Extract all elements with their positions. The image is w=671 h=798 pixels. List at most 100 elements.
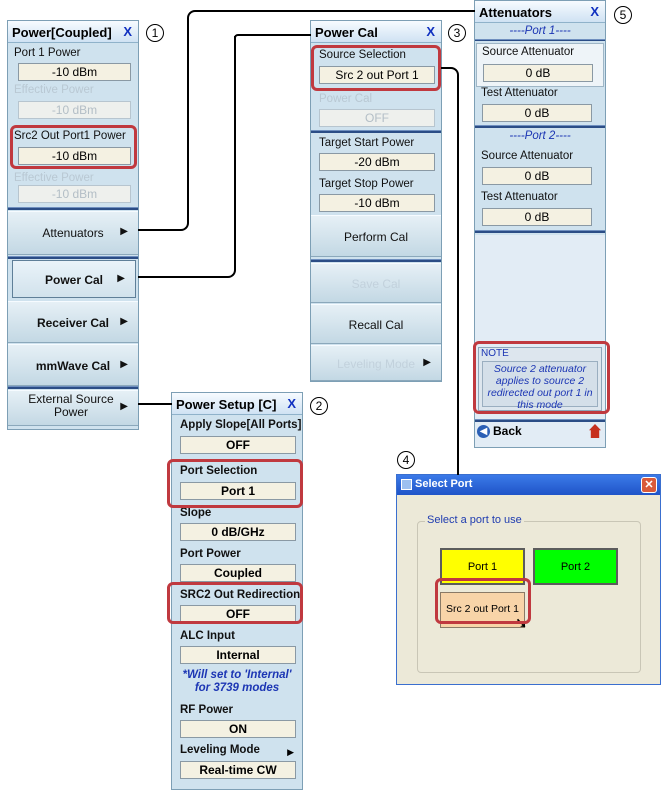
- panel-title: Power Cal: [315, 25, 378, 40]
- source-selection-label: Source Selection: [319, 49, 406, 61]
- target-stop-power-field[interactable]: -10 dBm: [319, 194, 435, 212]
- port-power-field[interactable]: Coupled: [180, 564, 296, 582]
- button-label: Recall Cal: [348, 318, 404, 332]
- attenuators-button[interactable]: Attenuators ▶: [8, 211, 138, 255]
- callout-highlight: [167, 459, 303, 508]
- port1-power-field[interactable]: -10 dBm: [18, 63, 131, 81]
- port1-power-label: Port 1 Power: [14, 47, 81, 59]
- mmwave-cal-button[interactable]: mmWave Cal ▶: [8, 344, 138, 386]
- effective-power-2-field: -10 dBm: [18, 185, 131, 203]
- port-selection-field[interactable]: Port 1: [180, 482, 296, 500]
- src2-out-port1-power-label: Src2 Out Port1 Power: [14, 130, 126, 142]
- recall-cal-button[interactable]: Recall Cal: [311, 304, 441, 344]
- divider: [475, 125, 605, 128]
- button-label: Receiver Cal: [36, 316, 110, 330]
- power-cal-button[interactable]: Power Cal ▶: [12, 260, 136, 298]
- slope-field[interactable]: 0 dB/GHz: [180, 523, 296, 541]
- port1-header: ----Port 1----: [509, 25, 571, 37]
- source-attenuator-1-field[interactable]: 0 dB: [483, 64, 593, 82]
- callout-number-5: 5: [614, 6, 632, 24]
- callout-highlight: [311, 45, 441, 91]
- arrow-right-icon: ▶: [120, 359, 128, 370]
- power-setup-panel: Power Setup [C] X Apply Slope[All Ports]…: [171, 392, 303, 790]
- port2-header: ----Port 2----: [509, 130, 571, 142]
- power-setup-title: Power Setup [C] X: [172, 393, 302, 415]
- arrow-right-icon: ▶: [423, 357, 431, 368]
- port-power-label: Port Power: [180, 548, 241, 560]
- effective-power-field: -10 dBm: [18, 101, 131, 119]
- arrow-right-icon: ▶: [120, 316, 128, 327]
- power-coupled-panel: Power[Coupled] X Port 1 Power -10 dBm Ef…: [7, 20, 139, 430]
- panel-title: Power Setup [C]: [176, 397, 277, 412]
- leveling-mode-label: Leveling Mode: [180, 744, 260, 756]
- group-label: Select a port to use: [425, 514, 524, 526]
- callout-number-1: 1: [146, 24, 164, 42]
- target-start-power-label: Target Start Power: [319, 137, 415, 149]
- connector-line: [441, 67, 459, 475]
- external-source-power-button[interactable]: External Source Power ▶: [8, 390, 138, 426]
- test-attenuator-1-field[interactable]: 0 dB: [482, 104, 592, 122]
- callout-number-2: 2: [310, 397, 328, 415]
- callout-number-3: 3: [448, 24, 466, 42]
- back-button[interactable]: ◀ Back: [477, 423, 603, 445]
- receiver-cal-button[interactable]: Receiver Cal ▶: [8, 301, 138, 343]
- back-arrow-icon: ◀: [477, 425, 490, 438]
- close-button[interactable]: X: [287, 396, 296, 411]
- home-icon[interactable]: [589, 424, 601, 438]
- effective-power-2-label: Effective Power: [14, 172, 94, 184]
- divider: [311, 259, 441, 262]
- save-cal-button[interactable]: Save Cal: [311, 263, 441, 303]
- test-attenuator-1-label: Test Attenuator: [481, 87, 558, 99]
- close-button[interactable]: X: [426, 24, 435, 39]
- power-cal-state-label: Power Cal: [319, 93, 373, 105]
- callout-highlight: [10, 125, 137, 169]
- leveling-mode-field[interactable]: Real-time CW: [180, 761, 296, 779]
- divider: [475, 39, 605, 41]
- divider: [311, 130, 441, 133]
- divider: [475, 230, 605, 233]
- apply-slope-field[interactable]: OFF: [180, 436, 296, 454]
- target-start-power-field[interactable]: -20 dBm: [319, 153, 435, 171]
- button-label: Attenuators: [42, 226, 104, 240]
- src2-out-port1-power-field[interactable]: -10 dBm: [18, 147, 131, 165]
- divider: [8, 386, 138, 389]
- source-selection-field[interactable]: Src 2 out Port 1: [319, 66, 435, 84]
- leveling-mode-button[interactable]: Leveling Mode ▶: [311, 345, 441, 381]
- connector-line: [138, 403, 172, 405]
- alc-note: *Will set to 'Internal' for 3739 modes: [182, 669, 292, 694]
- source-attenuator-2-label: Source Attenuator: [481, 150, 574, 162]
- rf-power-label: RF Power: [180, 704, 234, 716]
- alc-input-field[interactable]: Internal: [180, 646, 296, 664]
- callout-highlight: [167, 582, 303, 624]
- test-attenuator-2-field[interactable]: 0 dB: [482, 208, 592, 226]
- button-label: External Source Power: [28, 392, 114, 419]
- arrow-right-icon: ▶: [120, 401, 128, 412]
- source-attenuator-1-row[interactable]: Source Attenuator 0 dB: [476, 43, 604, 87]
- close-icon[interactable]: ✕: [641, 477, 657, 493]
- panel-title: Power[Coupled]: [12, 25, 112, 40]
- close-button[interactable]: X: [590, 4, 599, 19]
- perform-cal-button[interactable]: Perform Cal: [311, 215, 441, 257]
- port2-button[interactable]: Port 2: [533, 548, 618, 585]
- connector-line: [234, 34, 311, 38]
- target-stop-power-label: Target Stop Power: [319, 178, 414, 190]
- connector-line: [187, 10, 475, 28]
- callout-highlight: [435, 578, 531, 624]
- slope-label: Slope: [180, 507, 212, 519]
- src2-out-redirection-label: SRC2 Out Redirection: [180, 589, 301, 601]
- arrow-right-icon: ▶: [287, 747, 294, 757]
- close-button[interactable]: X: [123, 24, 132, 39]
- app-icon: [401, 479, 412, 490]
- note-box: NOTE Source 2 attenuator applies to sour…: [478, 347, 602, 411]
- rf-power-field[interactable]: ON: [180, 720, 296, 738]
- connector-line: [138, 36, 236, 278]
- button-label: Port 2: [560, 561, 591, 573]
- panel-title: Attenuators: [479, 5, 552, 20]
- test-attenuator-2-label: Test Attenuator: [481, 191, 558, 203]
- source-attenuator-2-field[interactable]: 0 dB: [482, 167, 592, 185]
- alc-input-label: ALC Input: [180, 630, 235, 642]
- button-label: mmWave Cal: [35, 359, 111, 373]
- attenuator-list: ----Port 1---- Source Attenuator 0 dB Te…: [475, 23, 605, 235]
- power-cal-state-field: OFF: [319, 109, 435, 127]
- button-label: Leveling Mode: [336, 357, 416, 371]
